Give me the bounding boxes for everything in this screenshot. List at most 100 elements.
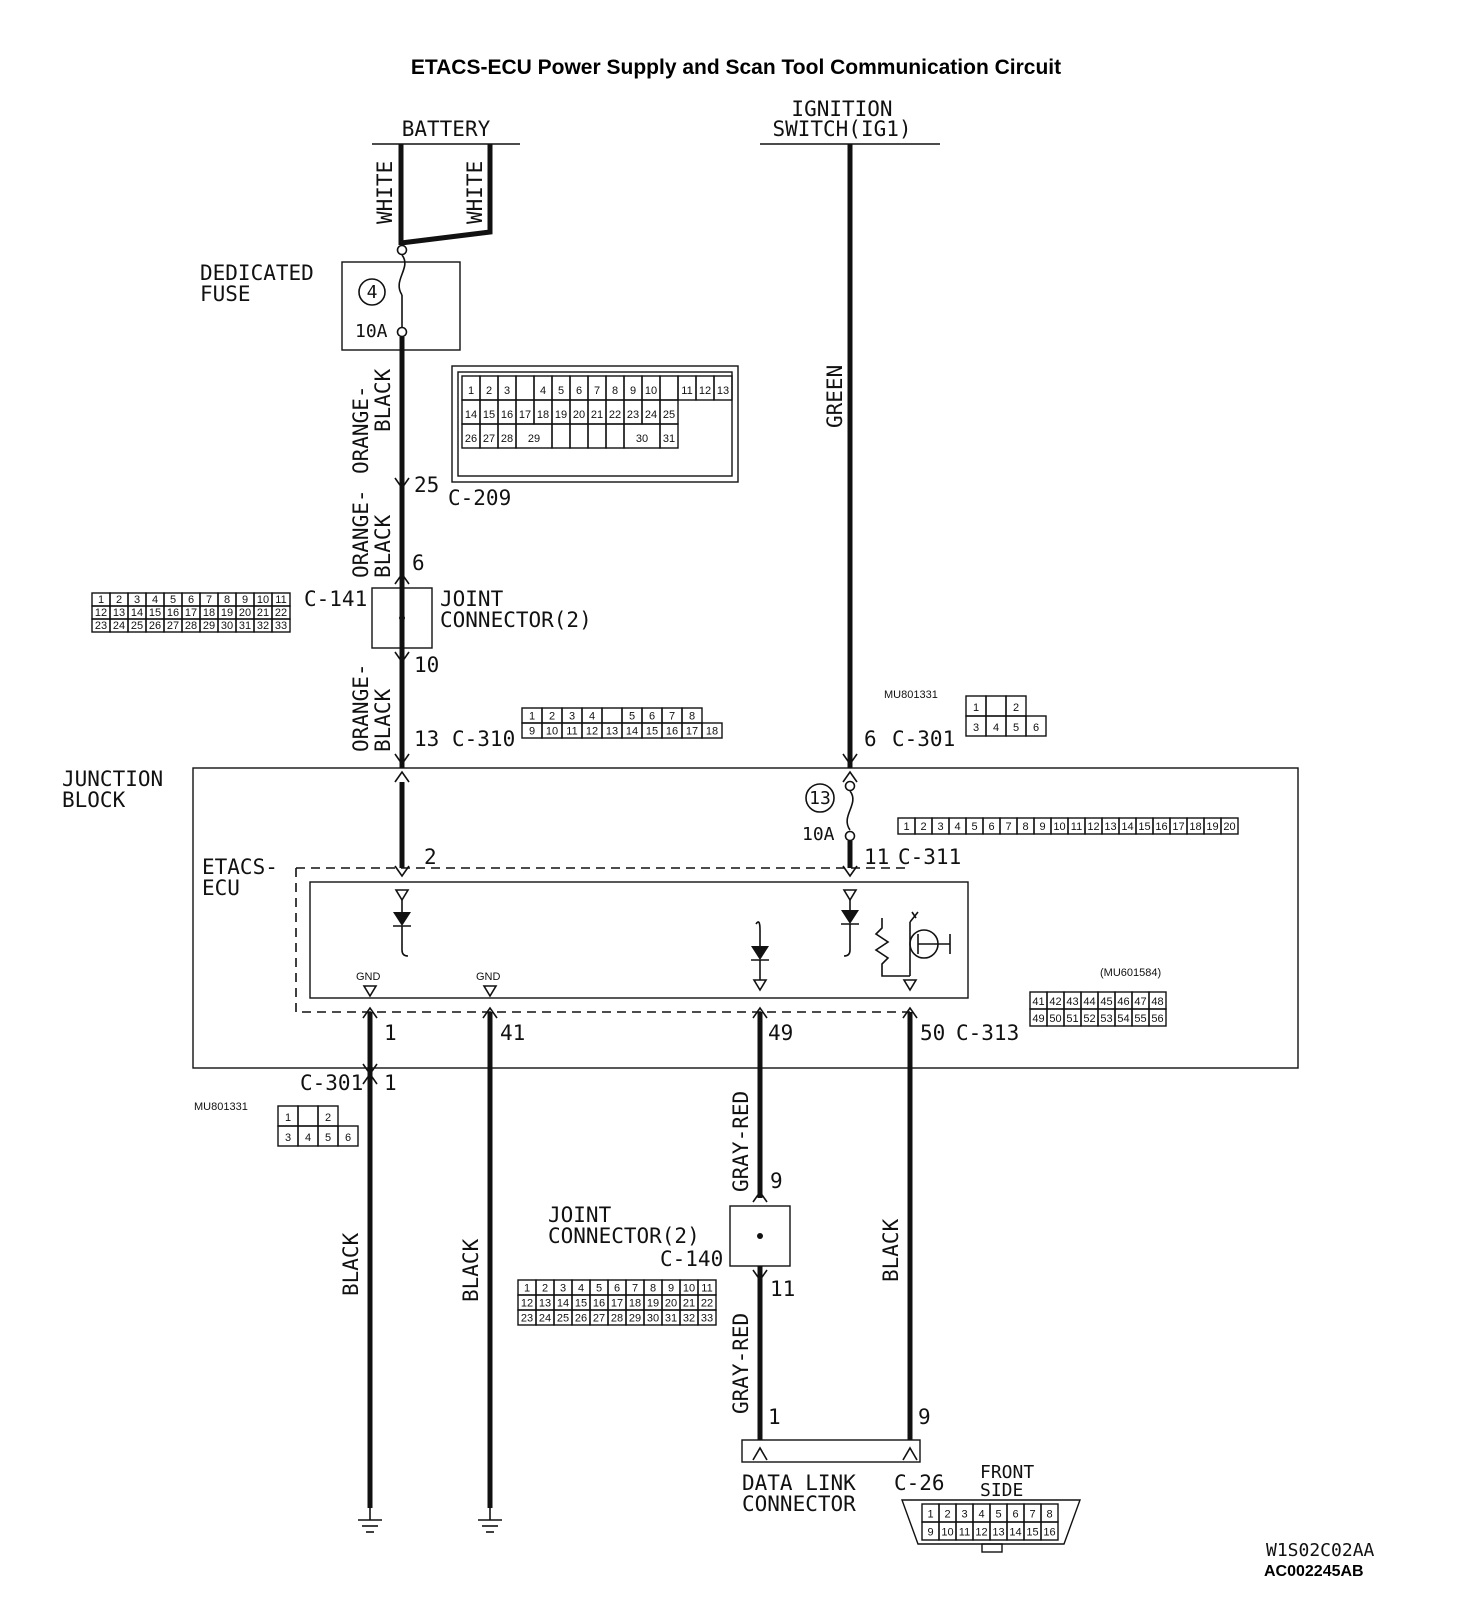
pin-cell [697,1309,717,1326]
fuse-13-number: 13 [809,788,831,809]
wire-color-ob-3b: BLACK [371,688,395,752]
pin-cell-number: 30 [221,620,233,632]
pin-cell-number: 4 [993,722,999,734]
pin-cell-number: 14 [557,1297,569,1309]
connector-c301-label-top: C-301 [892,727,955,751]
pin-cell-number: 16 [501,409,513,421]
pin-cell-number: 2 [116,594,122,606]
pin-cell-number: 5 [971,821,977,833]
pin-cell-number: 16 [1155,821,1167,833]
pin-cell-number: 56 [1151,1013,1163,1025]
battery-label: BATTERY [402,117,491,141]
pin-cell-number: 10 [683,1282,695,1294]
pin-cell-number: 29 [528,433,540,445]
pin-cell-number: 15 [1138,821,1150,833]
pin-cell-number: 30 [647,1312,659,1324]
pin-1-c301: 1 [384,1071,397,1095]
pin-cell-number: 4 [152,594,158,606]
wire-color-black-3: BLACK [879,1218,903,1282]
mu801331-label-top: MU801331 [884,689,938,701]
pin-cell-number: 46 [1117,996,1129,1008]
pin-cell-number: 23 [627,409,639,421]
pin-cell-number: 6 [1012,1509,1018,1521]
diode-icon-pin49 [751,921,769,992]
connector-c141-label: C-141 [304,587,367,611]
pin-2: 2 [424,845,437,869]
pin-cell-number: 30 [636,433,648,445]
pin-1: 1 [384,1021,397,1045]
pin-cell-number: 29 [629,1312,641,1324]
pin-cell-number: 4 [954,821,960,833]
pin-cell-number: 16 [593,1297,605,1309]
pin-cell-number: 5 [325,1132,331,1144]
pin-cell-number: 10 [645,385,657,397]
pin-49: 49 [768,1021,793,1045]
pin-cell-number: 5 [558,385,564,397]
pin-cell-number: 8 [1022,821,1028,833]
pin-cell-number: 26 [575,1312,587,1324]
pin-cell [1148,1008,1167,1027]
fuse-4-terminal-bottom [396,326,408,338]
pin-cell-number: 15 [483,409,495,421]
pin-cell-number: 8 [689,710,695,722]
pin-cell-number: 31 [665,1312,677,1324]
connector-c209-label: C-209 [448,486,511,510]
pin-cell-number: 11 [1071,821,1082,833]
pin-cell-number: 21 [683,1297,695,1309]
pin-cell-number: 18 [706,725,718,737]
ground-icon-2 [478,1508,502,1533]
pin-cell-number: 9 [630,385,636,397]
pin-1-dlc: 1 [768,1405,781,1429]
pin-cell-number: 45 [1100,996,1112,1008]
pin-cell-number: 7 [594,385,600,397]
etacs-ecu-outline [295,867,910,1013]
pin-cell [337,1125,359,1147]
pin-cell-number: 17 [185,607,197,619]
data-link-connector-label-2: CONNECTOR [742,1492,856,1516]
mu801331-label-bottom: MU801331 [194,1101,248,1113]
pin-cell-number: 28 [611,1312,623,1324]
pin-cell [551,423,571,449]
pin-6: 6 [412,551,425,575]
etacs-ecu-label-2: ECU [202,876,240,900]
pin-cell-number: 12 [95,607,107,619]
pin-cell-number: 3 [504,385,510,397]
pin-cell-number: 3 [569,710,575,722]
fuse-4-number: 4 [367,282,378,303]
pin-cell-number: 31 [239,620,251,632]
pin-cell-number: 4 [540,385,546,397]
fuse-4-element-icon [398,254,406,296]
pin-cell-number: 13 [1104,821,1116,833]
pin-cell-number: 7 [632,1282,638,1294]
pin-cell-number: 4 [578,1282,584,1294]
wire-color-ob-2a: ORANGE- [349,489,373,578]
pin-cell-number: 5 [1013,722,1019,734]
pin-cell-number: 5 [629,710,635,722]
pin-cell-number: 29 [203,620,215,632]
pin-cell-number: 28 [185,620,197,632]
pin-cell-number: 15 [149,607,161,619]
pin-cell-number: 11 [701,1282,712,1294]
pin-cell-number: 3 [560,1282,566,1294]
fuse-4-terminal-top [396,244,408,256]
pin-cell-number: 5 [596,1282,602,1294]
diagram-code-1: W1S02C02AA [1266,1540,1375,1561]
pin-cell-number: 32 [683,1312,695,1324]
pin-cell-number: 20 [665,1297,677,1309]
pin-cell-number: 50 [1049,1013,1061,1025]
pin-cell-number: 55 [1134,1013,1146,1025]
pin-cell-number: 44 [1083,996,1095,1008]
pin-cell-number: 18 [629,1297,641,1309]
pin-cell-number: 15 [575,1297,587,1309]
dedicated-fuse-label-1: DEDICATED [200,261,314,285]
joint-connector-c140-label-2: CONNECTOR(2) [548,1224,700,1248]
pin-cell-number: 2 [1013,702,1019,714]
pin-cell-number: 2 [542,1282,548,1294]
junction-block-label-1: JUNCTION [62,767,163,791]
pin-cell-number: 9 [1039,821,1045,833]
ignition-label-2: SWITCH(IG1) [772,117,911,141]
